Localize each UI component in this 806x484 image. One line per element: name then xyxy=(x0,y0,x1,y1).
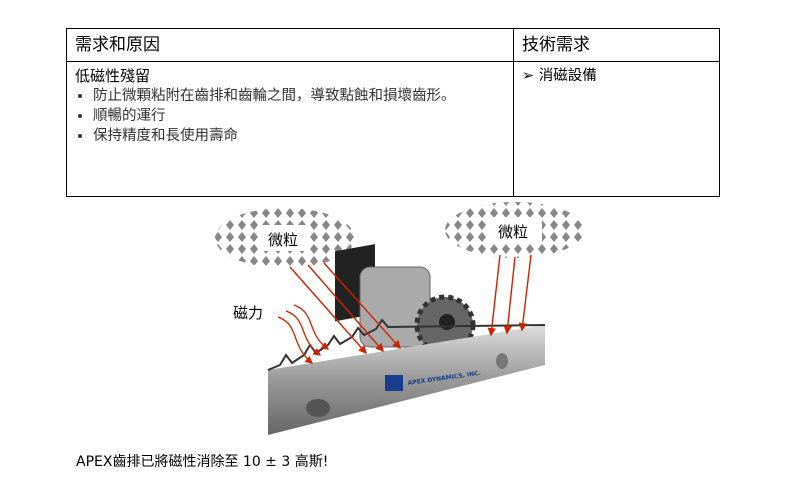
tech-item: ➢ 消磁設備 xyxy=(522,68,597,84)
caption: APEX齒排已將磁性消除至 10 ± 3 高斯! xyxy=(76,454,329,470)
header-needs: 需求和原因 xyxy=(66,28,514,62)
need-item: 順暢的運行 xyxy=(93,106,505,126)
need-item: 保持精度和長使用壽命 xyxy=(93,126,505,146)
particle-label-left: 微粒 xyxy=(268,231,298,249)
particle-label-right: 微粒 xyxy=(498,223,528,241)
need-item: 防止微顆粘附在齒排和齒輪之間，導致點蝕和損壞齒形。 xyxy=(93,86,505,106)
requirements-table: 需求和原因 技術需求 低磁性殘留 防止微顆粘附在齒排和齒輪之間，導致點蝕和損壞齒… xyxy=(66,28,720,197)
needs-cell: 低磁性殘留 防止微顆粘附在齒排和齒輪之間，導致點蝕和損壞齒形。 順暢的運行 保持… xyxy=(66,61,514,197)
header-tech: 技術需求 xyxy=(513,28,720,62)
magnetic-force-arrows xyxy=(277,304,330,364)
rack-gear-illustration: 微粒 微粒 磁力 APEX DYNAMICS, INC. xyxy=(215,202,585,435)
tech-cell: ➢ 消磁設備 xyxy=(513,61,720,197)
gear-rack xyxy=(268,325,545,435)
arrow-bullet-icon: ➢ xyxy=(522,68,539,84)
particle-arrows xyxy=(289,254,532,355)
need-title: 低磁性殘留 xyxy=(75,67,151,85)
magnetic-label: 磁力 xyxy=(233,304,263,322)
apex-logo-icon xyxy=(385,375,403,391)
